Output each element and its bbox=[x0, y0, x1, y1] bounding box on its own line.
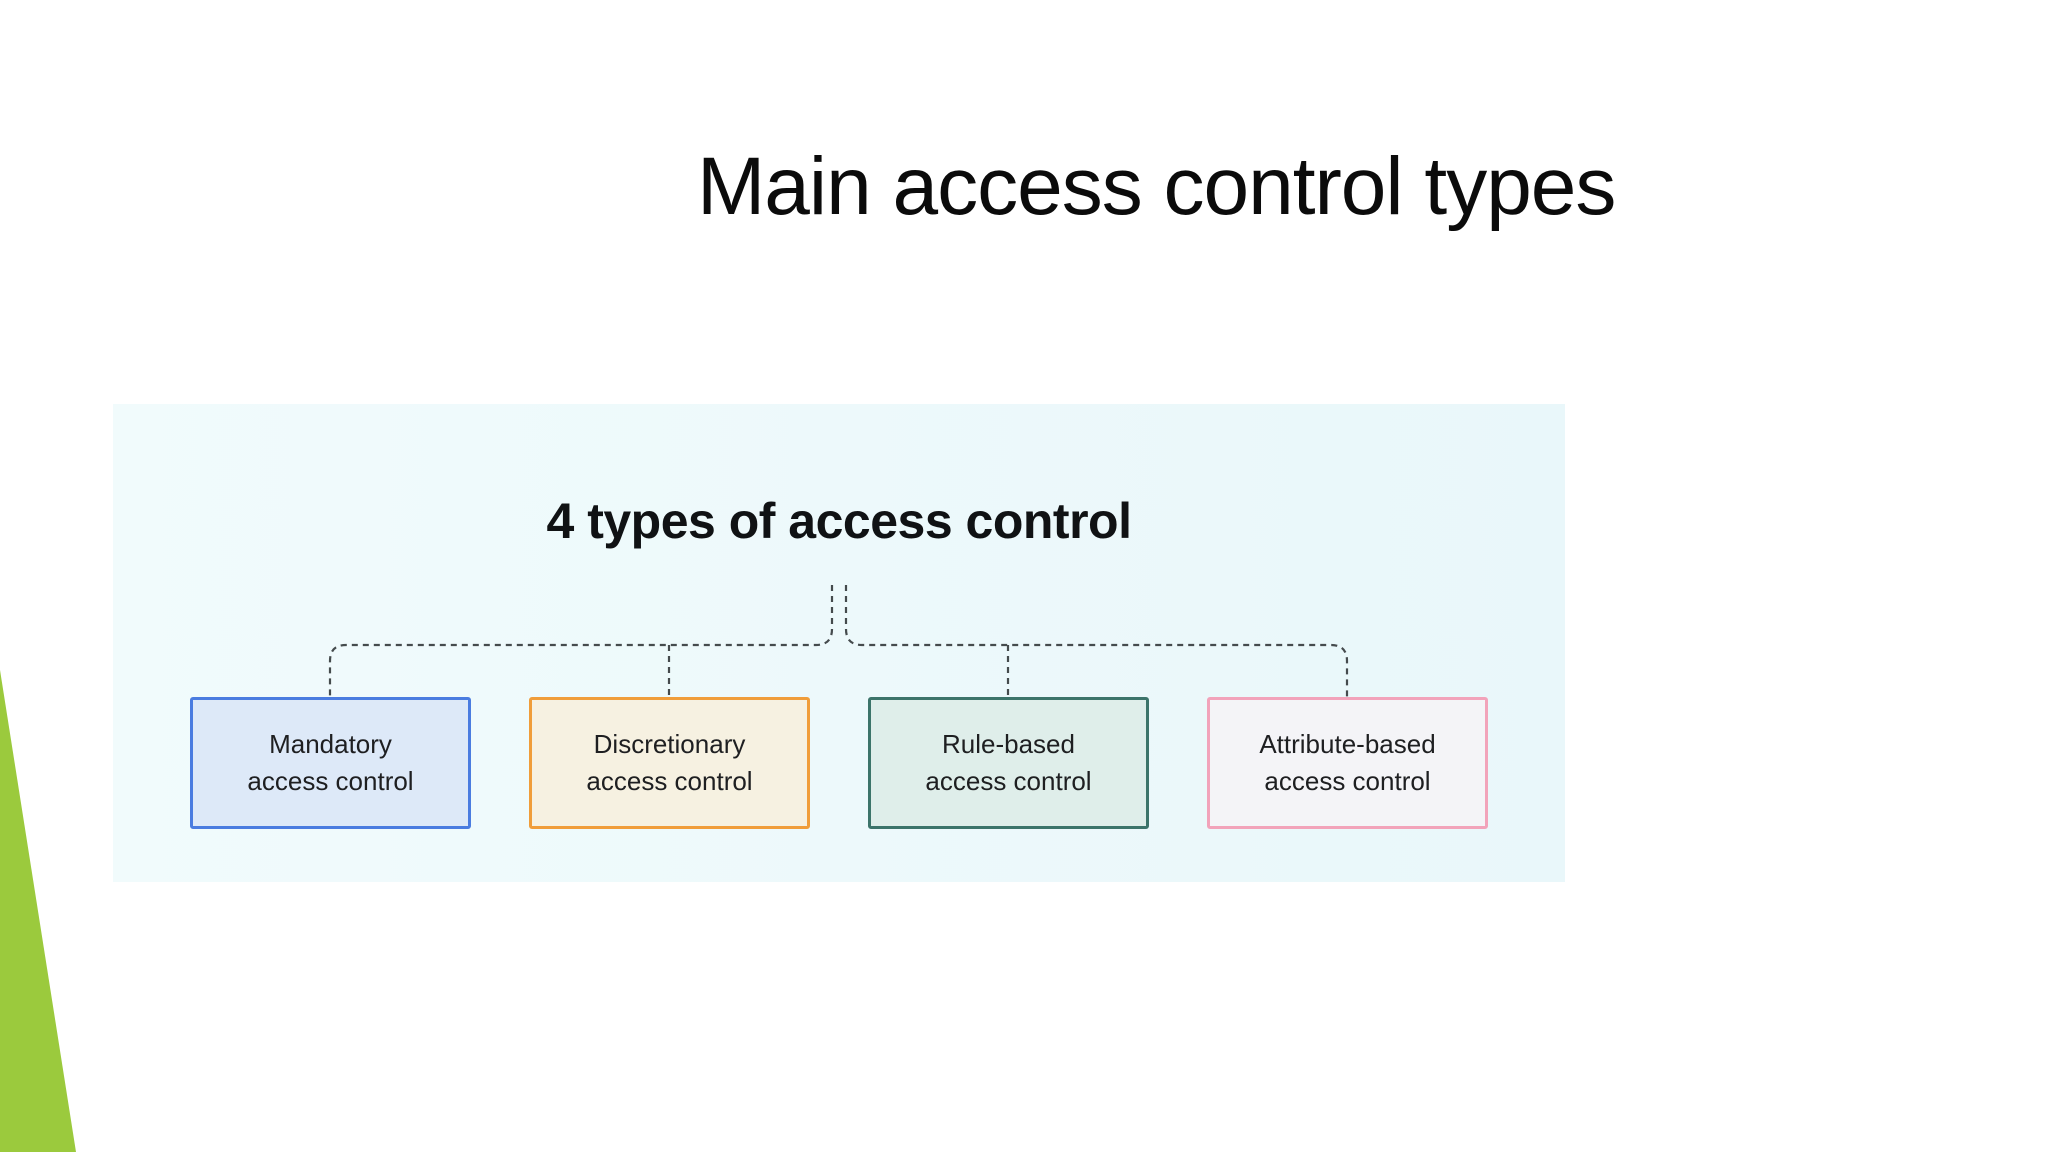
node-label-line2: access control bbox=[247, 766, 414, 796]
node-label-line2: access control bbox=[586, 766, 753, 796]
diagram-panel: 4 types of access control Mandatory acce… bbox=[113, 404, 1565, 882]
node-label-line1: Rule-based bbox=[942, 729, 1075, 759]
node-row: Mandatory access control Discretionary a… bbox=[113, 697, 1565, 829]
node-discretionary-access-control: Discretionary access control bbox=[529, 697, 810, 829]
accent-wedge-shape bbox=[0, 670, 76, 1152]
node-label-line1: Attribute-based bbox=[1259, 729, 1436, 759]
connector-trunk-right bbox=[844, 585, 1349, 697]
node-label-line2: access control bbox=[925, 766, 1092, 796]
node-label-line1: Mandatory bbox=[269, 729, 392, 759]
connector-trunk-left bbox=[328, 585, 834, 697]
node-label-line1: Discretionary bbox=[593, 729, 746, 759]
connector-lines bbox=[328, 585, 1349, 697]
diagram-heading: 4 types of access control bbox=[546, 493, 1132, 549]
node-rule-based-access-control: Rule-based access control bbox=[868, 697, 1149, 829]
node-attribute-based-access-control: Attribute-based access control bbox=[1207, 697, 1488, 829]
node-mandatory-access-control: Mandatory access control bbox=[190, 697, 471, 829]
slide-title: Main access control types bbox=[697, 141, 1616, 232]
node-label-line2: access control bbox=[1264, 766, 1431, 796]
